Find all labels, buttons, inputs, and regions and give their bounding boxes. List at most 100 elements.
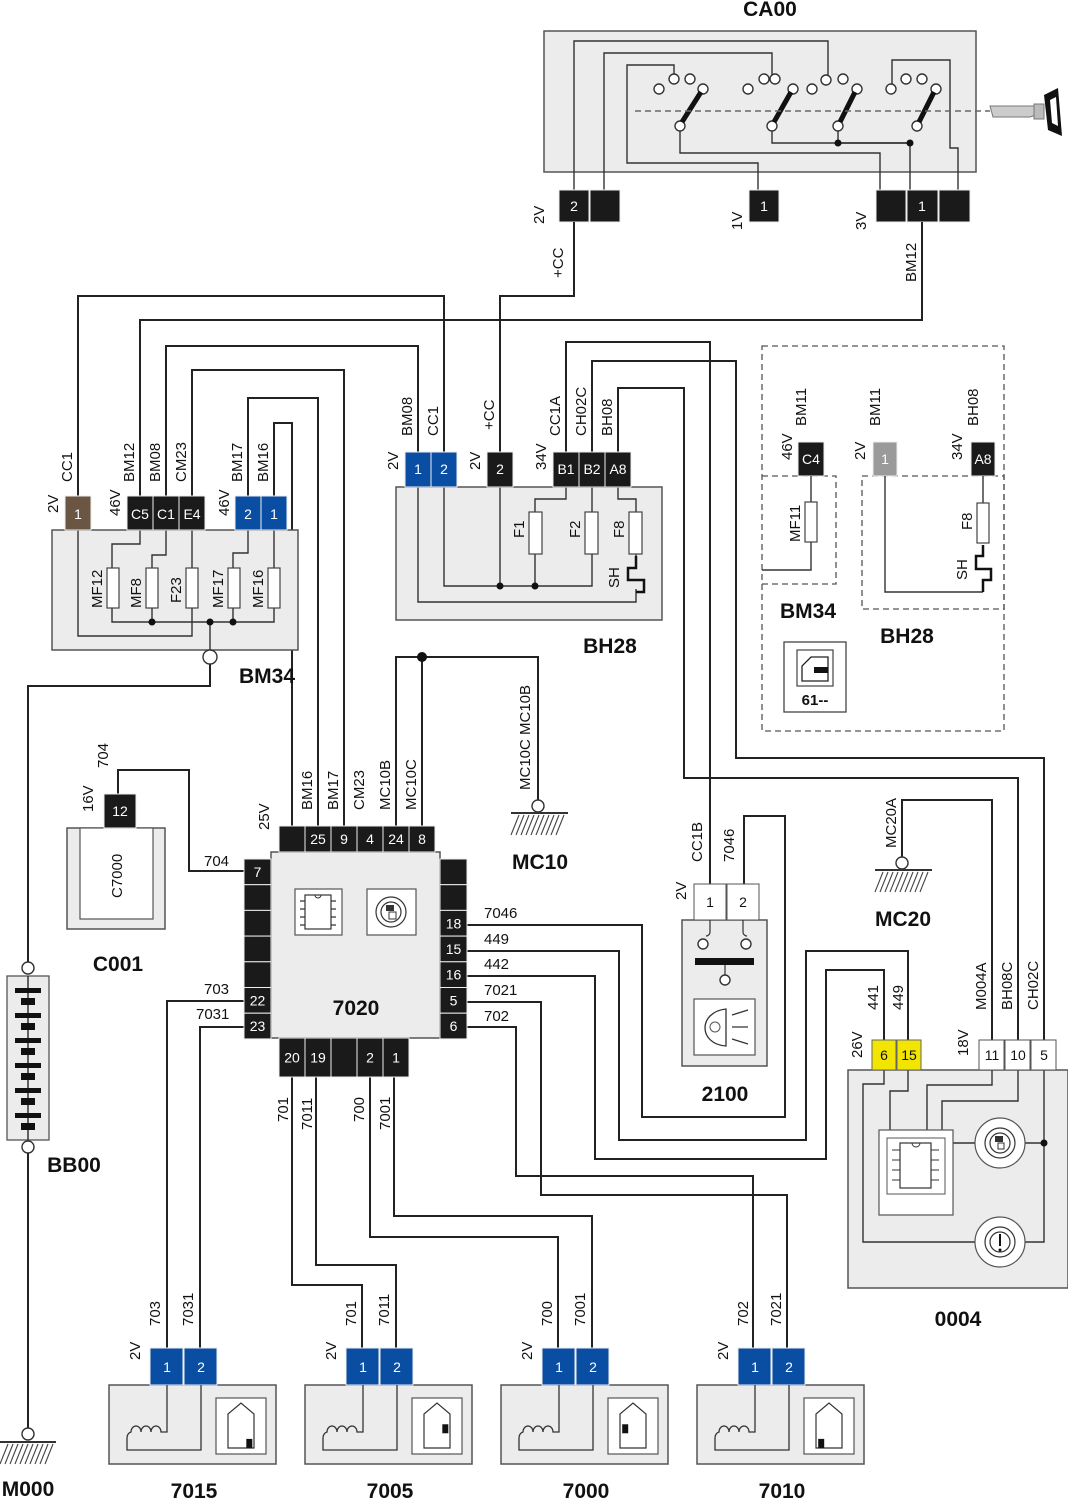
svg-text:441: 441 — [865, 985, 882, 1010]
actuator-label: 7005 — [367, 1480, 414, 1500]
bh28-connector-blue: 1 2 2V BM08 CC1 — [385, 397, 458, 488]
connector-26v: 6 15 26V 441 449 — [849, 985, 922, 1071]
svg-text:CC1A: CC1A — [547, 396, 564, 436]
connector-pin — [439, 884, 468, 911]
pin-label: 1 — [163, 1359, 171, 1375]
pin-label: 1 — [392, 1050, 400, 1066]
svg-text:BH08: BH08 — [599, 398, 616, 436]
pin-label: 2 — [197, 1359, 205, 1375]
door-position-marker — [442, 1424, 449, 1434]
door-position-marker — [622, 1424, 629, 1434]
pin-label: 8 — [418, 831, 426, 847]
svg-text:A8: A8 — [609, 461, 626, 477]
pin-label: 4 — [366, 831, 374, 847]
pin-label: 18 — [446, 915, 462, 931]
svg-text:BM16: BM16 — [299, 771, 316, 810]
svg-text:449: 449 — [484, 931, 509, 948]
connector-pin — [408, 825, 436, 853]
chip-icon — [294, 888, 343, 936]
ground-terminal — [202, 649, 218, 665]
actuator-label: 7010 — [759, 1480, 806, 1500]
svg-text:46V: 46V — [779, 433, 796, 460]
wire-label: 701 — [343, 1301, 360, 1326]
svg-text:46V: 46V — [216, 489, 233, 516]
svg-text:704: 704 — [204, 853, 229, 870]
svg-text:2V: 2V — [673, 882, 690, 900]
svg-text:15: 15 — [901, 1047, 917, 1063]
svg-text:C1: C1 — [157, 506, 175, 522]
unit-7020-side-wire-labels: 703 7031 7046 449 442 7021 702 — [196, 905, 517, 1025]
svg-text:5: 5 — [1040, 1047, 1048, 1063]
unit-7020-label: 7020 — [333, 997, 380, 1020]
m000-label: M000 — [2, 1478, 55, 1500]
svg-text:M004A: M004A — [973, 962, 990, 1010]
svg-text:2V: 2V — [852, 442, 869, 460]
housing-label: 2V — [519, 1342, 536, 1360]
svg-text:10: 10 — [1010, 1047, 1026, 1063]
connector-18v: 11 10 5 18V M004A BH08C CH02C — [955, 961, 1057, 1071]
svg-text:MC10B: MC10B — [377, 760, 394, 810]
connector-pin — [330, 1037, 358, 1078]
svg-text:11: 11 — [985, 1047, 1000, 1063]
door-icon — [619, 1402, 647, 1449]
pin-label: 2 — [393, 1359, 401, 1375]
mc20-ground: MC20A MC20 — [874, 798, 932, 931]
svg-text:704: 704 — [95, 743, 112, 768]
actuator-label: 7000 — [563, 1480, 610, 1500]
svg-text:CH02C: CH02C — [573, 387, 590, 436]
pin-label: 20 — [284, 1050, 300, 1066]
wire-label: 7001 — [572, 1293, 589, 1326]
battery-cells-icon — [15, 988, 41, 1130]
coil-icon — [322, 1385, 398, 1451]
svg-text:7046: 7046 — [484, 905, 517, 922]
shunt-icon — [626, 556, 646, 594]
svg-text:26V: 26V — [849, 1031, 866, 1058]
connector-pin — [278, 825, 306, 853]
pin-label: 19 — [310, 1050, 326, 1066]
connector-pin — [243, 1012, 272, 1040]
wire-label: +CC — [550, 247, 567, 278]
door-icon — [815, 1402, 843, 1449]
key-icon — [989, 88, 1062, 136]
svg-text:BM11: BM11 — [793, 388, 810, 426]
svg-text:+CC: +CC — [481, 399, 498, 430]
unit-7020-top-wire-labels: BM16 BM17 CM23 MC10B MC10C — [299, 759, 420, 810]
ca00-connector-2v: 2 2V — [531, 189, 621, 224]
svg-text:2: 2 — [496, 461, 504, 477]
svg-text:C7000: C7000 — [109, 854, 126, 898]
svg-text:1: 1 — [270, 506, 278, 522]
svg-text:BM17: BM17 — [325, 771, 342, 810]
wire-label: 700 — [539, 1301, 556, 1326]
svg-text:442: 442 — [484, 956, 509, 973]
door-icon — [423, 1402, 451, 1449]
housing-label: 2V — [127, 1342, 144, 1360]
svg-text:BM08: BM08 — [399, 397, 416, 436]
svg-text:MF16: MF16 — [250, 570, 267, 608]
svg-text:449: 449 — [890, 985, 907, 1010]
connector-pin — [278, 1037, 306, 1078]
ca00-label: CA00 — [743, 0, 797, 21]
svg-text:BH28: BH28 — [880, 625, 934, 648]
wiring-harness — [27, 222, 1045, 1435]
coil-icon — [714, 1385, 790, 1451]
svg-text:BH08: BH08 — [965, 388, 982, 426]
connector-pin — [356, 825, 384, 853]
wire-label: 7011 — [376, 1294, 393, 1326]
pin-label: 1 — [555, 1359, 563, 1375]
svg-text:700: 700 — [351, 1097, 368, 1122]
svg-text:MF17: MF17 — [210, 570, 227, 608]
m000-ground: M000 — [0, 1427, 56, 1500]
svg-text:CC1: CC1 — [425, 406, 442, 436]
connector-pin — [243, 909, 272, 937]
svg-text:7031: 7031 — [196, 1006, 229, 1023]
svg-text:F8: F8 — [959, 512, 976, 530]
bm34-connector-black: C5 C1 E4 46V BM12 BM08 CM23 — [107, 442, 206, 531]
bh28-label: BH28 — [583, 635, 637, 658]
mc10-label: MC10 — [512, 851, 568, 874]
pin-label: 22 — [250, 992, 266, 1008]
mc10-ground: MC10C MC10B MC10 — [510, 685, 568, 874]
svg-text:F23: F23 — [168, 577, 185, 603]
